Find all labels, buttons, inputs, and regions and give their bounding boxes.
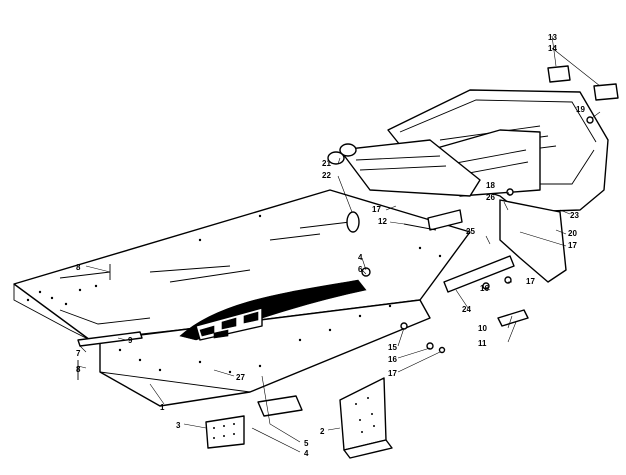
callout-10: 10 (478, 324, 487, 333)
callout-26: 26 (486, 193, 495, 202)
callout-17d: 17 (388, 369, 397, 378)
reflector (346, 211, 360, 233)
callout-16b: 16 (388, 355, 397, 364)
callout-3: 3 (176, 421, 181, 430)
callout-6: 6 (358, 265, 363, 274)
callout-12: 12 (378, 217, 387, 226)
callout-4a: 4 (358, 253, 363, 262)
callout-11: 11 (478, 339, 487, 348)
flap-decal (257, 395, 303, 417)
decal-13 (547, 65, 571, 83)
leader-lines (77, 35, 601, 453)
bar-7 (77, 331, 143, 347)
callout-8b: 8 (76, 365, 81, 374)
callout-labels: 13 14 19 21 22 18 26 17 12 23 20 17 25 4… (76, 33, 585, 458)
callout-14: 14 (548, 44, 557, 53)
callout-18: 18 (486, 181, 495, 190)
decal-14 (593, 83, 619, 101)
hitch-tube (443, 255, 515, 293)
callout-4b: 4 (304, 449, 309, 458)
callout-17c: 17 (526, 277, 535, 286)
callout-15: 15 (388, 343, 397, 352)
callout-2: 2 (320, 427, 325, 436)
bracket-2 (339, 377, 387, 451)
muffler-assembly (327, 139, 481, 197)
tunnel-rivets (26, 214, 442, 374)
callout-13: 13 (548, 33, 557, 42)
callout-1: 1 (160, 403, 165, 412)
callout-8a: 8 (76, 263, 81, 272)
callout-23: 23 (570, 211, 579, 220)
callout-25: 25 (466, 227, 475, 236)
callout-21: 21 (322, 159, 331, 168)
checkered-decal (179, 279, 367, 341)
callout-19: 19 (576, 105, 585, 114)
small-parts (77, 65, 619, 459)
callout-7: 7 (76, 349, 81, 358)
callout-17a: 17 (372, 205, 381, 214)
callout-16a: 16 (480, 284, 489, 293)
bracket-10 (497, 309, 529, 327)
callout-27: 27 (236, 373, 245, 382)
callout-9: 9 (128, 336, 133, 345)
callout-24: 24 (462, 305, 471, 314)
callout-22: 22 (322, 171, 331, 180)
plate-3 (205, 415, 245, 449)
callout-20: 20 (568, 229, 577, 238)
callout-17b: 17 (568, 241, 577, 250)
callout-5: 5 (304, 439, 309, 448)
spacer-25 (427, 209, 463, 231)
